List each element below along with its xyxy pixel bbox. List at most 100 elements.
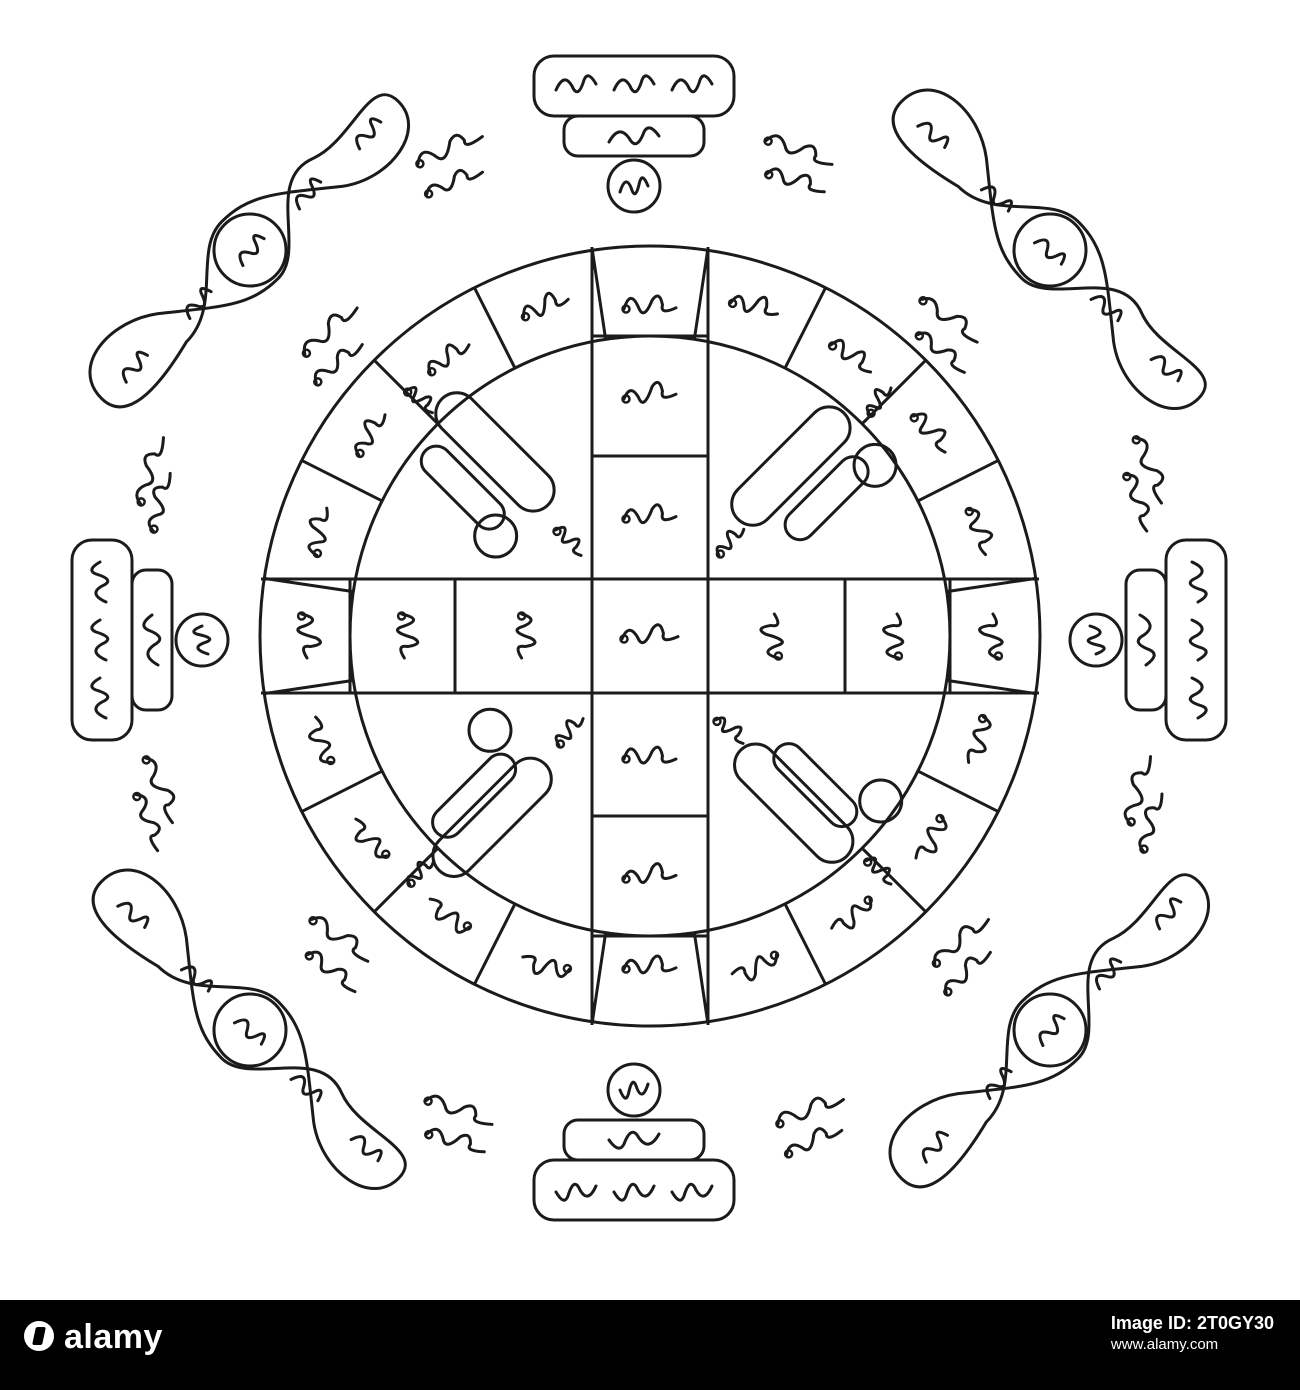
script-stroke — [395, 612, 420, 660]
loose-script — [313, 343, 364, 387]
script-stroke — [776, 1096, 845, 1126]
ring-glyph — [427, 343, 471, 377]
seated-figure — [431, 707, 553, 878]
script-stroke — [620, 623, 680, 645]
script-stroke — [427, 343, 471, 375]
tablet-glyph — [607, 1130, 661, 1150]
alamy-logo[interactable]: alamy — [24, 1318, 163, 1357]
cross-glyph — [621, 862, 678, 884]
script-stroke — [416, 133, 484, 166]
script-stroke — [295, 177, 323, 211]
script-loop — [396, 611, 407, 621]
script-stroke — [179, 965, 213, 993]
tablet-glyph — [90, 560, 110, 604]
script-stroke — [1086, 624, 1106, 656]
loop-glyph — [355, 117, 383, 151]
loose-script — [308, 916, 370, 963]
loose-script — [423, 168, 484, 199]
script-stroke — [406, 859, 436, 887]
ring-glyph — [727, 294, 780, 316]
ring-divider — [301, 459, 383, 503]
loose-script — [423, 1094, 494, 1126]
script-loop — [775, 1118, 785, 1129]
loose-script — [783, 1127, 844, 1159]
ring-glyph — [428, 897, 473, 934]
ring-divider — [917, 769, 999, 813]
loop-glyph — [179, 965, 213, 993]
loose-script — [415, 133, 484, 169]
script-stroke — [313, 343, 364, 385]
script-stroke — [90, 560, 110, 604]
tablet-script — [554, 1080, 714, 1202]
script-stroke — [121, 350, 149, 384]
ring-glyph — [520, 291, 570, 322]
tablet-glyph — [90, 676, 110, 720]
ring-divider — [917, 459, 999, 503]
script-stroke — [622, 294, 678, 315]
script-stroke — [310, 916, 370, 963]
script-stroke — [785, 1127, 844, 1157]
loop-bottom-right — [888, 873, 1211, 1189]
loop-glyph — [1089, 295, 1123, 323]
tablet-small — [130, 568, 174, 712]
tablet-glyph — [670, 74, 714, 94]
script-loop — [520, 311, 531, 322]
ring-glyph — [830, 895, 873, 930]
script-stroke — [759, 612, 784, 660]
script-stroke — [765, 167, 826, 194]
script-stroke — [554, 525, 583, 557]
script-stroke — [1123, 755, 1153, 826]
script-stroke — [911, 412, 947, 454]
figure-glyph — [552, 525, 583, 557]
script-stroke — [985, 1067, 1013, 1101]
script-stroke — [354, 817, 389, 859]
tablet-glyph — [612, 74, 656, 94]
tablet-script — [554, 74, 714, 196]
script-loop — [423, 189, 434, 199]
tablet-glyph — [618, 176, 650, 196]
loop-medallion — [212, 212, 288, 288]
script-stroke — [607, 126, 661, 146]
script-stroke — [306, 950, 357, 994]
script-loop — [1126, 817, 1136, 827]
script-loop — [993, 651, 1004, 661]
loose-script — [775, 1096, 845, 1129]
script-stroke — [302, 306, 359, 356]
script-loop — [301, 348, 312, 358]
alamy-wordmark: alamy — [64, 1318, 163, 1356]
script-loop — [1122, 471, 1132, 482]
script-stroke — [307, 506, 329, 557]
loose-script — [943, 950, 992, 997]
loop-glyph — [116, 901, 150, 929]
tablet-right — [1068, 538, 1228, 742]
script-loop — [712, 716, 722, 727]
script-stroke — [830, 897, 873, 930]
tablet-script — [90, 560, 212, 720]
ring-divider — [692, 932, 710, 1022]
script-stroke — [622, 954, 678, 975]
cross-glyph — [621, 380, 678, 404]
script-loop — [308, 916, 318, 926]
ring-glyph — [730, 950, 780, 982]
script-loop — [141, 755, 152, 765]
loop-glyph — [979, 185, 1013, 213]
script-loop — [783, 1149, 794, 1159]
tablet-glyph — [90, 618, 110, 662]
figure-base — [730, 405, 852, 527]
figure-glyph — [712, 716, 745, 745]
figure-glyph — [715, 527, 746, 559]
script-loop — [827, 341, 838, 351]
tablet-small — [562, 114, 706, 158]
tablet-medallion — [1068, 612, 1124, 668]
ring-glyph — [354, 413, 387, 459]
yantra-illustration — [70, 54, 1228, 1222]
loose-script — [135, 436, 165, 507]
script-stroke — [1188, 676, 1208, 720]
loose-script — [918, 296, 979, 344]
outer-ring — [258, 244, 1042, 1028]
ring-glyph — [521, 954, 573, 979]
script-loop — [552, 526, 562, 537]
ring-divider — [373, 847, 439, 913]
alamy-url-link[interactable]: www.alamy.com — [1110, 1336, 1219, 1353]
script-stroke — [424, 1094, 494, 1126]
